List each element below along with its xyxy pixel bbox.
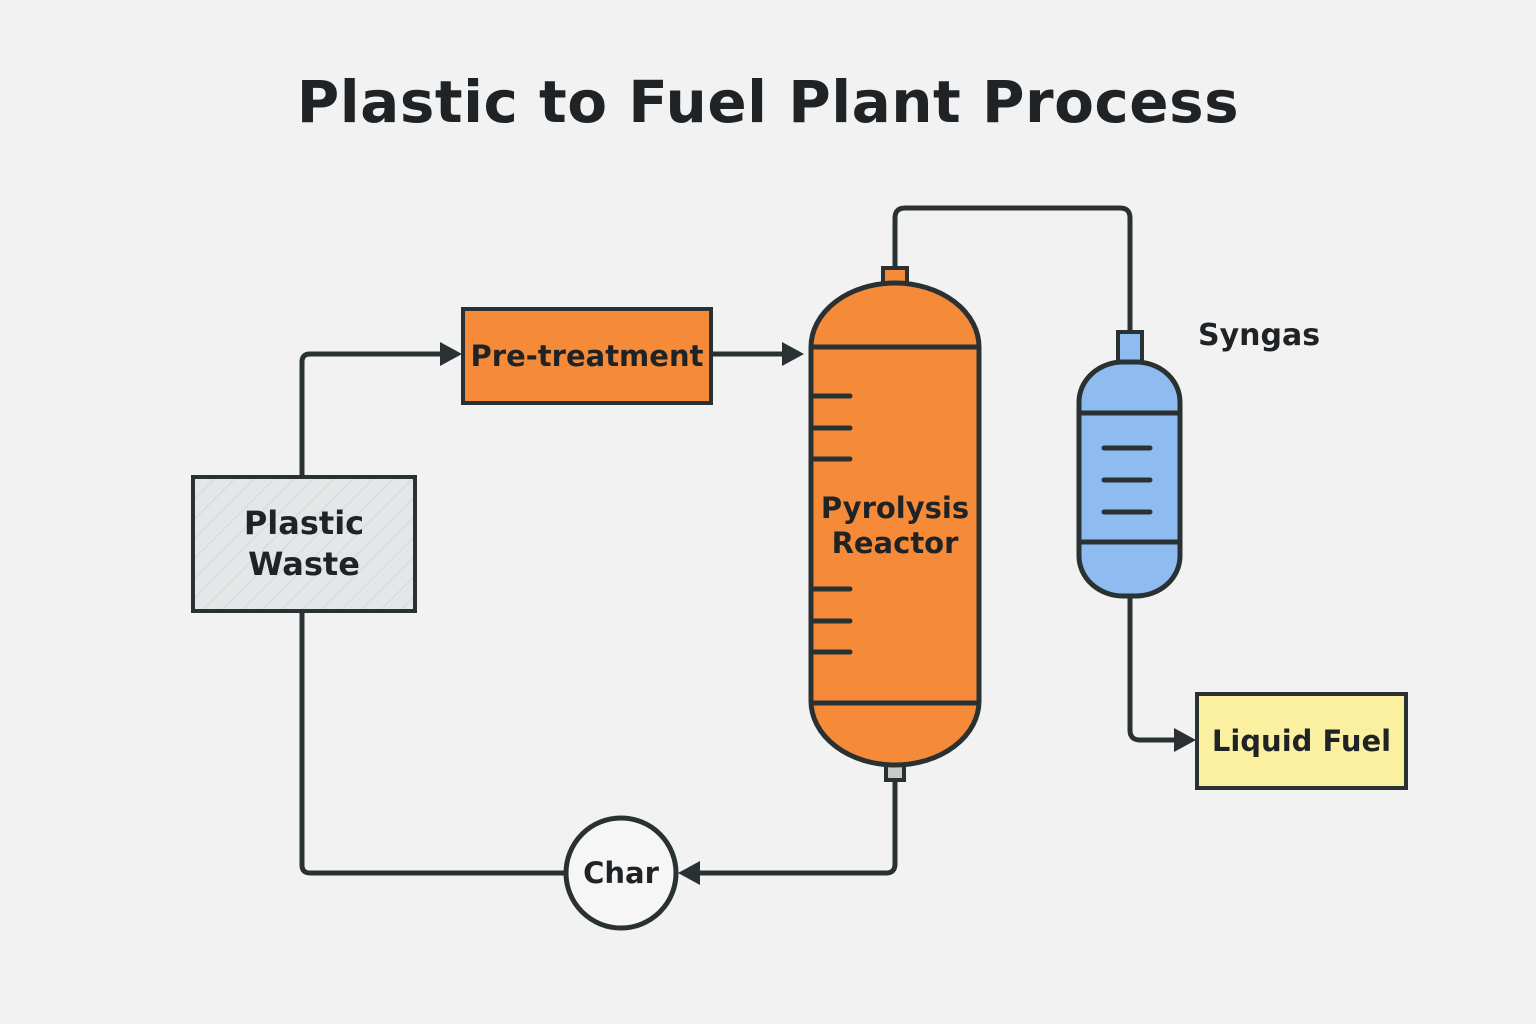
pretreatment-label: Pre-treatment (470, 339, 704, 373)
pretreatment-box (461, 307, 713, 405)
liquid-fuel-box (1195, 692, 1408, 790)
arrowhead-reactor (782, 342, 804, 366)
arrow-separator-to-liquid-fuel (1127, 593, 1179, 743)
arrow-reactor-to-char (697, 777, 898, 876)
pyrolysis-reactor-vessel (808, 266, 982, 782)
page-title: Plastic to Fuel Plant Process (296, 68, 1240, 136)
pyrolysis-reactor-label: Pyrolysis Reactor (820, 491, 970, 560)
liquid-fuel-label: Liquid Fuel (1211, 724, 1392, 758)
line-char-to-waste (299, 609, 569, 876)
char-circle (563, 815, 679, 931)
separator-vessel (1076, 330, 1183, 599)
arrowhead-pretreatment (440, 342, 462, 366)
char-label: Char (583, 856, 659, 890)
plastic-waste-label: Plastic Waste (243, 504, 365, 583)
arrowhead-liquid-fuel (1174, 728, 1196, 752)
arrowhead-char (678, 861, 700, 885)
line-reactor-to-separator (892, 205, 1133, 335)
arrow-waste-to-pretreatment (299, 351, 443, 479)
syngas-label: Syngas (1198, 318, 1321, 353)
